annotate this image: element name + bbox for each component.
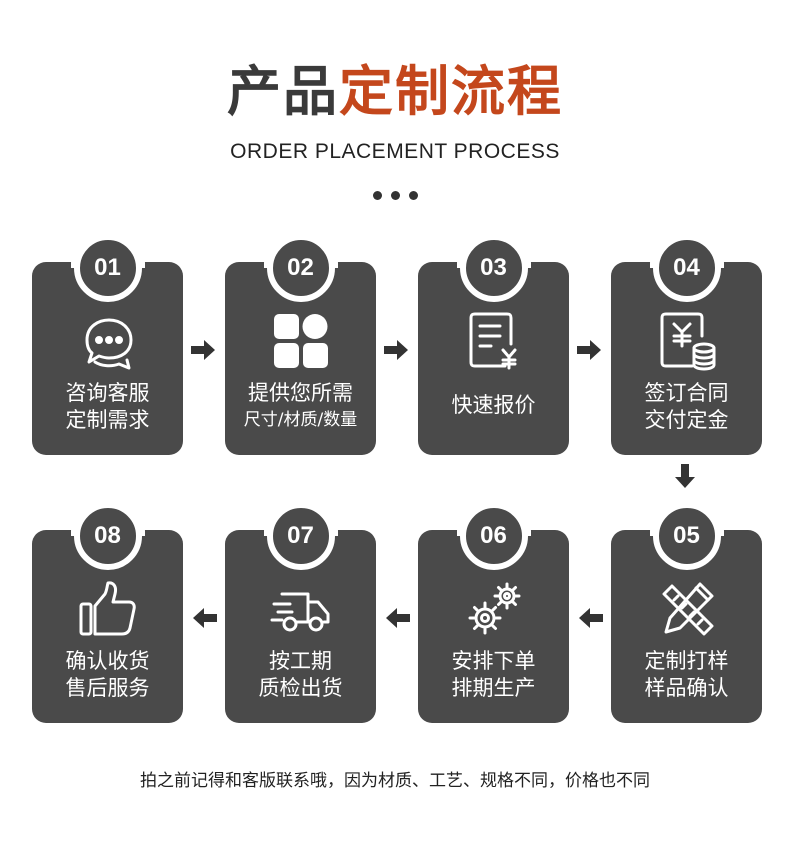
footer-note: 拍之前记得和客版联系哦，因为材质、工艺、规格不同，价格也不同 [140,771,650,791]
contract-coin-icon [656,310,718,372]
step-label-line2: 售后服务 [65,676,150,700]
arrow-left-icon [579,608,603,628]
step-card-04: 04 签订合同 交付定金 [611,226,762,455]
quote-document-icon [463,310,525,372]
step-number-badge: 01 [73,234,142,302]
step-label-line1: 安排下单 [451,649,536,673]
step-label-line2: 交付定金 [644,408,729,432]
title-part1: 产品 [227,60,339,123]
step-label-line2: 定制需求 [65,408,150,432]
delivery-truck-icon [270,578,332,640]
step-number-badge: 04 [652,234,721,302]
step-label-line1: 按工期 [269,649,332,673]
step-number-badge: 06 [459,502,528,570]
arrow-left-icon [193,608,217,628]
arrow-right-icon [384,340,408,360]
step-number-badge: 08 [73,502,142,570]
gears-icon [463,578,525,640]
arrow-down-icon [675,464,695,488]
product-grid-icon [270,310,332,372]
arrow-right-icon [577,340,601,360]
step-label-line1: 签订合同 [644,381,729,405]
step-label-line1: 定制打样 [644,649,729,673]
step-label-line2: 排期生产 [451,676,536,700]
step-label-line1: 快速报价 [451,393,536,417]
thumbs-up-icon [77,578,139,640]
step-label-line1: 提供您所需 [248,381,353,405]
arrow-left-icon [386,608,410,628]
step-card-08: 08 确认收货 售后服务 [32,494,183,723]
step-number-badge: 02 [266,234,335,302]
step-label-line2: 尺寸/材质/数量 [243,410,358,430]
step-label-line1: 咨询客服 [65,381,150,405]
page-subtitle: ORDER PLACEMENT PROCESS [230,140,560,163]
title-part2: 定制流程 [339,60,563,123]
step-number-badge: 05 [652,502,721,570]
step-card-06: 06 安排下单 排期生产 [418,494,569,723]
decorative-dots [373,191,419,201]
step-number-badge: 07 [266,502,335,570]
arrow-right-icon [191,340,215,360]
page-title: 产品定制流程 [0,60,790,124]
step-card-02: 02 提供您所需 尺寸/材质/数量 [225,226,376,455]
step-card-07: 07 按工期 质检出货 [225,494,376,723]
chat-bubbles-icon [77,310,139,372]
pencil-ruler-icon [656,578,718,640]
step-label-line2: 样品确认 [644,676,729,700]
step-card-01: 01 咨询客服 定制需求 [32,226,183,455]
step-label-line1: 确认收货 [65,649,150,673]
step-number-badge: 03 [459,234,528,302]
step-card-03: 03 快速报价 [418,226,569,455]
step-label-line2: 质检出货 [258,676,343,700]
step-card-05: 05 定制打样 样品确认 [611,494,762,723]
